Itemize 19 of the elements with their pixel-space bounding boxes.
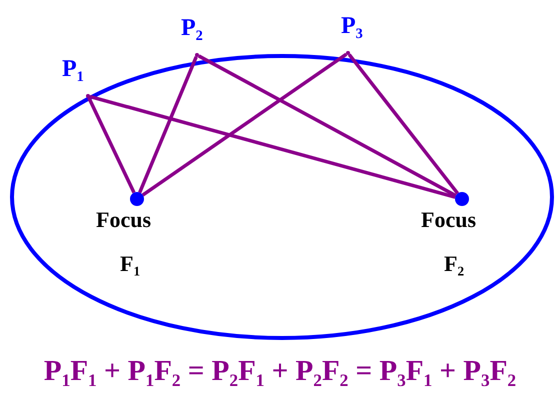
line-segment <box>348 54 460 195</box>
point-marker <box>346 51 350 55</box>
equation-text: P$_{1}$F$_{1}$ + P$_{1}$F$_{2}$ = P$_{2}$F$_{1}$ + P$_{2}$F$_{2}$ = P$_{3}$F$_{1}$ + P$_{3}$F$_{2}$ <box>42 355 518 392</box>
line-segment <box>89 94 456 199</box>
point-label: F$_{2}$ <box>444 253 464 278</box>
point-label: P$_{2}$ <box>181 16 203 44</box>
focus-dot <box>130 192 144 206</box>
line-segment <box>138 56 198 194</box>
point-marker <box>195 53 199 57</box>
line-segment <box>198 54 457 198</box>
point-marker <box>86 94 90 98</box>
point-label: P$_{1}$ <box>62 57 84 84</box>
focus-label: Focus <box>421 209 476 231</box>
focus-dot <box>455 192 469 206</box>
focus-label: Focus <box>96 209 151 231</box>
point-label: F$_{1}$ <box>120 253 140 278</box>
line-segment <box>87 97 136 194</box>
point-label: P$_{3}$ <box>341 14 363 42</box>
line-segment <box>142 52 348 196</box>
